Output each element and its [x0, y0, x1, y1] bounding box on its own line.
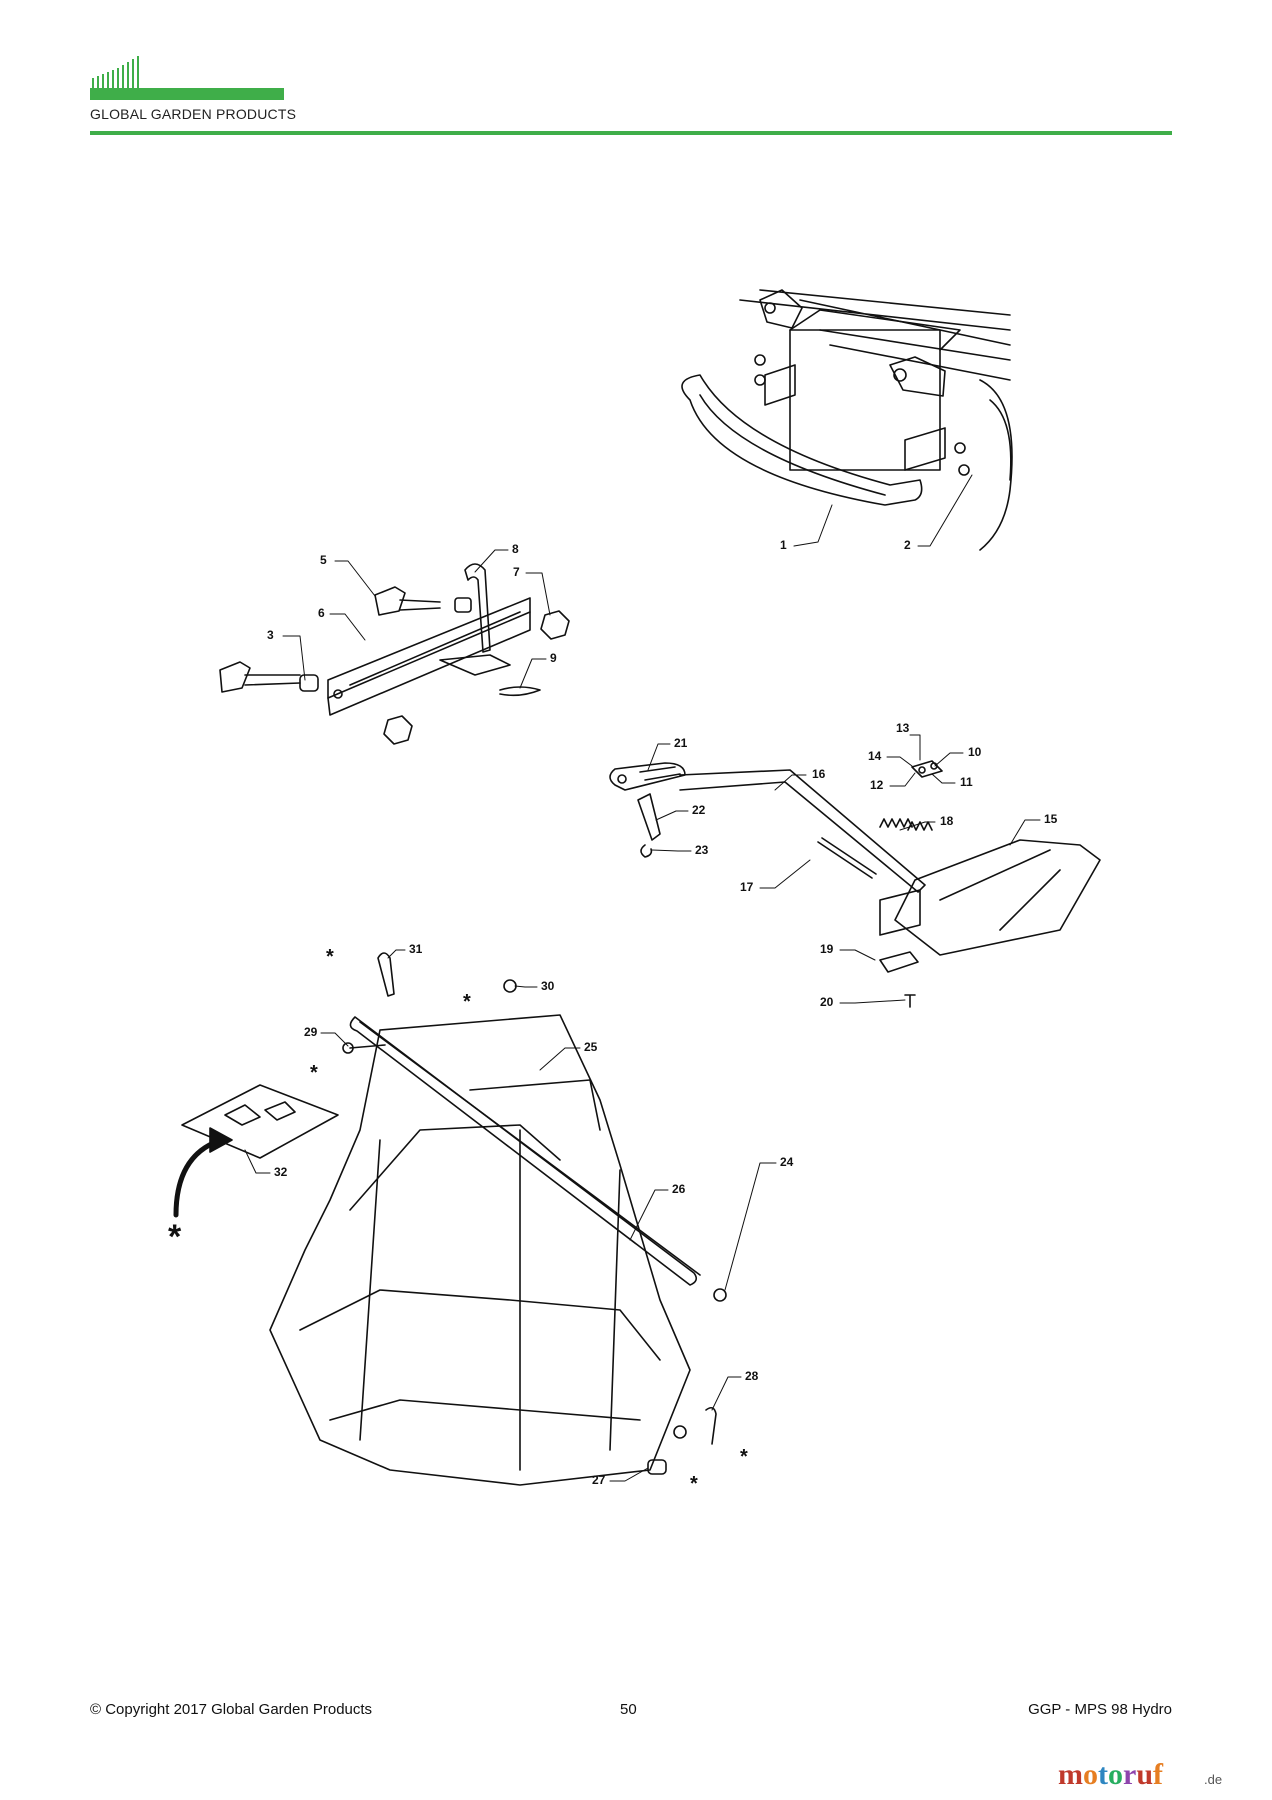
callout-11: 11: [960, 775, 973, 789]
logo-green-bar: [90, 88, 284, 100]
note-star: *: [690, 1473, 698, 1495]
callout-29: 29: [304, 1025, 318, 1039]
callout-25: 25: [584, 1040, 598, 1054]
callout-24: 24: [780, 1155, 794, 1169]
note-star-large: *: [168, 1218, 182, 1256]
callout-27: 27: [592, 1473, 606, 1487]
callout-18: 18: [940, 814, 954, 828]
callout-14: 14: [868, 749, 882, 763]
callout-31: 31: [409, 942, 423, 956]
callout-3: 3: [267, 628, 274, 642]
callout-26: 26: [672, 1182, 686, 1196]
callout-22: 22: [692, 803, 706, 817]
callout-8: 8: [512, 542, 519, 556]
motoruf-watermark: motoruf .de: [1058, 1758, 1222, 1791]
note-star: *: [310, 1062, 318, 1084]
model-name: GGP - MPS 98 Hydro: [1028, 1701, 1172, 1718]
grass-catcher-assembly: [173, 952, 727, 1486]
callout-23: 23: [695, 843, 709, 857]
callout-32: 32: [274, 1165, 288, 1179]
callout-15: 15: [1044, 812, 1058, 826]
callout-19: 19: [820, 942, 834, 956]
header-divider: [90, 131, 1172, 135]
page-header: GLOBAL GARDEN PRODUCTS: [90, 56, 1172, 136]
callout-2: 2: [904, 538, 911, 552]
callout-13: 13: [896, 721, 910, 735]
watermark-suffix: .de: [1204, 1772, 1222, 1787]
callout-6: 6: [318, 606, 325, 620]
callout-12: 12: [870, 778, 884, 792]
callout-28: 28: [745, 1369, 759, 1383]
callout-9: 9: [550, 651, 557, 665]
rear-hitch-assembly: [219, 563, 570, 745]
callout-17: 17: [740, 880, 754, 894]
callout-5: 5: [320, 553, 327, 567]
callout-7: 7: [513, 565, 520, 579]
note-star: *: [740, 1446, 748, 1468]
chute-lever-assembly: [609, 760, 1101, 1008]
copyright-text: © Copyright 2017 Global Garden Products: [90, 1701, 373, 1718]
callout-10: 10: [968, 745, 982, 759]
page-footer: © Copyright 2017 Global Garden Products …: [90, 1701, 1172, 1725]
front-bumper-assembly: [681, 289, 1013, 551]
callout-20: 20: [820, 995, 834, 1009]
watermark-brand: motoruf: [1058, 1758, 1164, 1791]
callout-21: 21: [674, 736, 688, 750]
callout-30: 30: [541, 979, 555, 993]
page-number: 50: [620, 1701, 637, 1718]
note-star: *: [326, 946, 334, 968]
callout-1: 1: [780, 538, 787, 552]
note-star: *: [463, 991, 471, 1013]
brand-name: GLOBAL GARDEN PRODUCTS: [90, 106, 297, 122]
callout-16: 16: [812, 767, 826, 781]
